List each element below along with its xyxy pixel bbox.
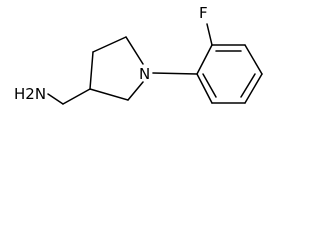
ring-bond-c6-c1 [196,73,213,104]
fluorine-label: F [199,4,208,22]
amine-label: H2N [14,85,46,103]
pyrrolidine-bond-c2-c3 [92,36,127,53]
pyrrolidine-bond-c4-c5 [89,88,129,101]
chemical-structure-diagram: F N H2N [14,4,263,105]
ring-bond-c4-c5 [244,73,263,104]
ring-double-bond-c4-c5 [240,73,256,98]
ring-bond-c1-c2 [196,44,213,75]
bond-ring-ch2 [62,88,91,105]
pyrrolidine-bond-c5-n [127,81,144,101]
bond-c-f [206,23,213,46]
bond-ch2-nh2 [47,93,64,105]
ring-bond-c3-c4 [244,44,263,75]
benzene-ring [196,44,263,104]
pyrrolidine-bond-n-c2 [125,36,144,65]
nitrogen-label: N [139,65,150,83]
ring-double-bond-c6-c1 [202,73,217,98]
pyrrolidine-bond-c3-c4 [89,51,94,90]
pyrrolidine-ring [89,36,144,101]
bond-n-aryl [152,72,198,75]
